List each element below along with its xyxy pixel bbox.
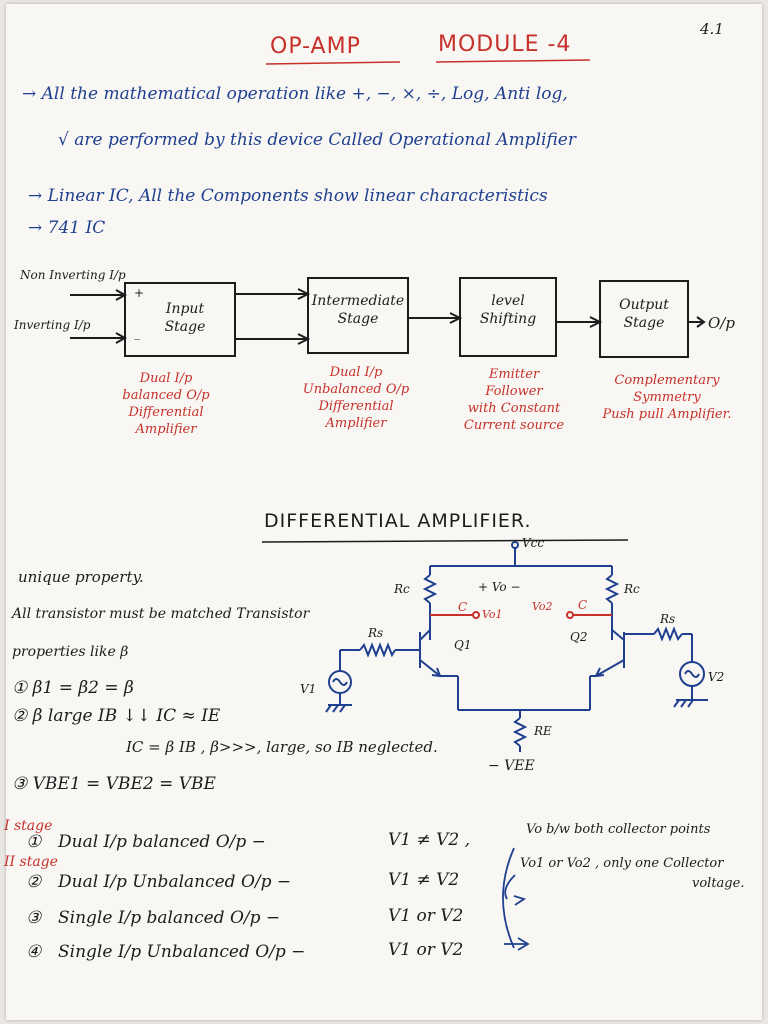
q1-label: Q1: [454, 638, 472, 652]
intro-line-1: → All the mathematical operation like +,…: [22, 84, 568, 104]
diff-amp-heading: DIFFERENTIAL AMPLIFIER.: [264, 510, 532, 532]
rc-left-label: Rc: [394, 582, 410, 596]
rc-right-label: Rc: [624, 582, 640, 596]
property-line-2: properties like β: [12, 644, 129, 660]
level-shifting-note: Emitter Follower with Constant Current s…: [463, 367, 565, 433]
non-inverting-label: Non Inverting I/p: [20, 268, 126, 282]
config-row-4-num: ④: [26, 942, 42, 962]
intermediate-stage-note: Dual I/p Unbalanced O/p Differential Amp…: [302, 365, 410, 431]
config-row-4-cond: V1 or V2: [388, 940, 464, 960]
c-left-label: C: [458, 600, 468, 614]
config-row-1-num: ①: [26, 832, 42, 852]
property-line-1: All transistor must be matched Transisto…: [12, 606, 310, 622]
property-item-2b: IC = β IB , β>>>, large, so IB neglected…: [126, 738, 438, 756]
config-row-1-text: Dual I/p balanced O/p −: [58, 832, 266, 852]
config-row-3-num: ③: [26, 908, 42, 928]
notebook-page: [6, 4, 762, 1020]
vcc-label: Vcc: [522, 536, 545, 550]
config-note-1: Vo b/w both collector points: [526, 822, 711, 837]
level-shifting-label: level Shifting: [479, 293, 537, 327]
input-stage-note: Dual I/p balanced O/p Differential Ampli…: [122, 371, 210, 437]
intro-line-2: √ are performed by this device Called Op…: [58, 130, 576, 150]
c-right-label: C: [578, 598, 588, 612]
property-item-1: ① β1 = β2 = β: [12, 678, 134, 698]
config-row-2-text: Dual I/p Unbalanced O/p −: [58, 872, 292, 892]
config-row-2-num: ②: [26, 872, 42, 892]
minus-sign: _: [134, 326, 140, 340]
rs-left-label: Rs: [368, 626, 384, 640]
stage-tag-1: I stage: [4, 818, 53, 834]
page-number: 4.1: [700, 20, 724, 38]
config-row-1-cond: V1 ≠ V2 ,: [388, 830, 471, 850]
title-opamp: OP-AMP: [270, 34, 361, 59]
vo2-label: Vo2: [532, 600, 553, 613]
rs-right-label: Rs: [660, 612, 676, 626]
property-item-3: ③ VBE1 = VBE2 = VBE: [12, 774, 216, 794]
intermediate-stage-label: Intermediate Stage: [311, 293, 405, 327]
config-row-2-cond: V1 ≠ V2: [388, 870, 460, 890]
output-stage-box: [599, 280, 689, 358]
input-stage-label: Input Stage: [164, 301, 206, 335]
stage-tag-2: II stage: [4, 854, 58, 870]
output-stage-note: Complementary Symmetry Push pull Amplifi…: [602, 373, 732, 422]
config-row-3-text: Single I/p balanced O/p −: [58, 908, 281, 928]
output-stage-label: Output Stage: [619, 297, 669, 331]
property-item-2: ② β large IB ↓↓ IC ≈ IE: [12, 706, 221, 726]
plus-sign: +: [134, 286, 145, 300]
config-note-3: voltage.: [692, 876, 745, 891]
title-module: MODULE -4: [438, 32, 572, 57]
property-title: unique property.: [18, 568, 144, 586]
config-row-3-cond: V1 or V2: [388, 906, 464, 926]
output-label: O/p: [708, 314, 735, 332]
q2-label: Q2: [570, 630, 588, 644]
config-row-4-text: Single I/p Unbalanced O/p −: [58, 942, 306, 962]
inverting-label: Inverting I/p: [14, 318, 91, 332]
v1-label: V1: [300, 682, 317, 696]
intermediate-stage-box: [307, 277, 409, 354]
vo-label: + Vo −: [478, 580, 521, 594]
vo1-label: Vo1: [482, 608, 503, 621]
re-label: RE: [534, 724, 552, 738]
vee-label: − VEE: [488, 758, 535, 774]
diff-amp-circuit: [325, 541, 708, 752]
intro-line-4: → 741 IC: [28, 218, 106, 238]
config-note-2: Vo1 or Vo2 , only one Collector: [520, 856, 724, 871]
v2-label: V2: [708, 670, 725, 684]
input-stage-box: [124, 282, 236, 357]
intro-line-3: → Linear IC, All the Components show lin…: [28, 186, 548, 206]
